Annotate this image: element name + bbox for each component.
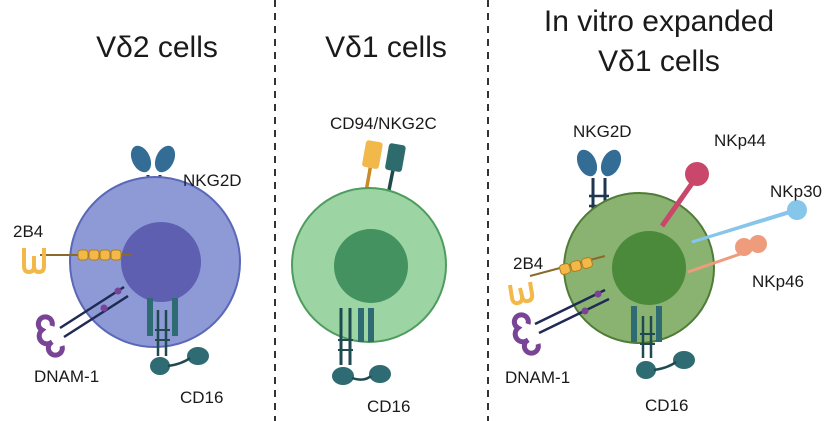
panel-vd2: Vδ2 cells [13, 31, 242, 407]
label-nkp44: NKp44 [714, 131, 766, 150]
label-nkg2d: NKG2D [183, 171, 242, 190]
label-dnam1-expanded: DNAM-1 [505, 368, 570, 387]
label-cd16-expanded: CD16 [645, 396, 688, 415]
panel-vd1-title: Vδ1 cells [325, 31, 447, 64]
panel-expanded-title-line2: Vδ1 cells [598, 45, 720, 78]
cd16-receptor-expanded [631, 306, 695, 379]
nkp44-receptor [659, 162, 709, 228]
dnam1-receptor [35, 285, 129, 358]
label-nkp30: NKp30 [770, 182, 822, 201]
dnam1-receptor-expanded [511, 288, 610, 356]
expanded-nucleus [612, 231, 686, 305]
2b4-receptor [22, 248, 132, 275]
cd16-receptor [147, 298, 209, 375]
2b4-receptor-expanded [508, 255, 606, 306]
panel-expanded-title-line1: In vitro expanded [544, 5, 774, 38]
panel-vd1: Vδ1 cells CD94/NKG2C CD16 [291, 31, 447, 416]
label-cd16-vd1: CD16 [367, 397, 410, 416]
nkp30-receptor [691, 200, 807, 244]
label-2b4-expanded: 2B4 [513, 254, 543, 273]
panel-expanded-vd1: In vitro expanded Vδ1 cells [505, 5, 822, 415]
label-2b4: 2B4 [13, 222, 43, 241]
label-nkg2d-expanded: NKG2D [573, 122, 632, 141]
label-cd94-nkg2c: CD94/NKG2C [330, 114, 437, 133]
vd1-nucleus [334, 229, 408, 303]
panel-vd2-title: Vδ2 cells [96, 31, 218, 64]
label-cd16: CD16 [180, 388, 223, 407]
label-dnam1: DNAM-1 [34, 367, 99, 386]
cd16-receptor-vd1 [332, 308, 391, 385]
vd2-nucleus [121, 222, 201, 302]
nkp46-receptor [687, 235, 767, 274]
label-nkp46: NKp46 [752, 272, 804, 291]
